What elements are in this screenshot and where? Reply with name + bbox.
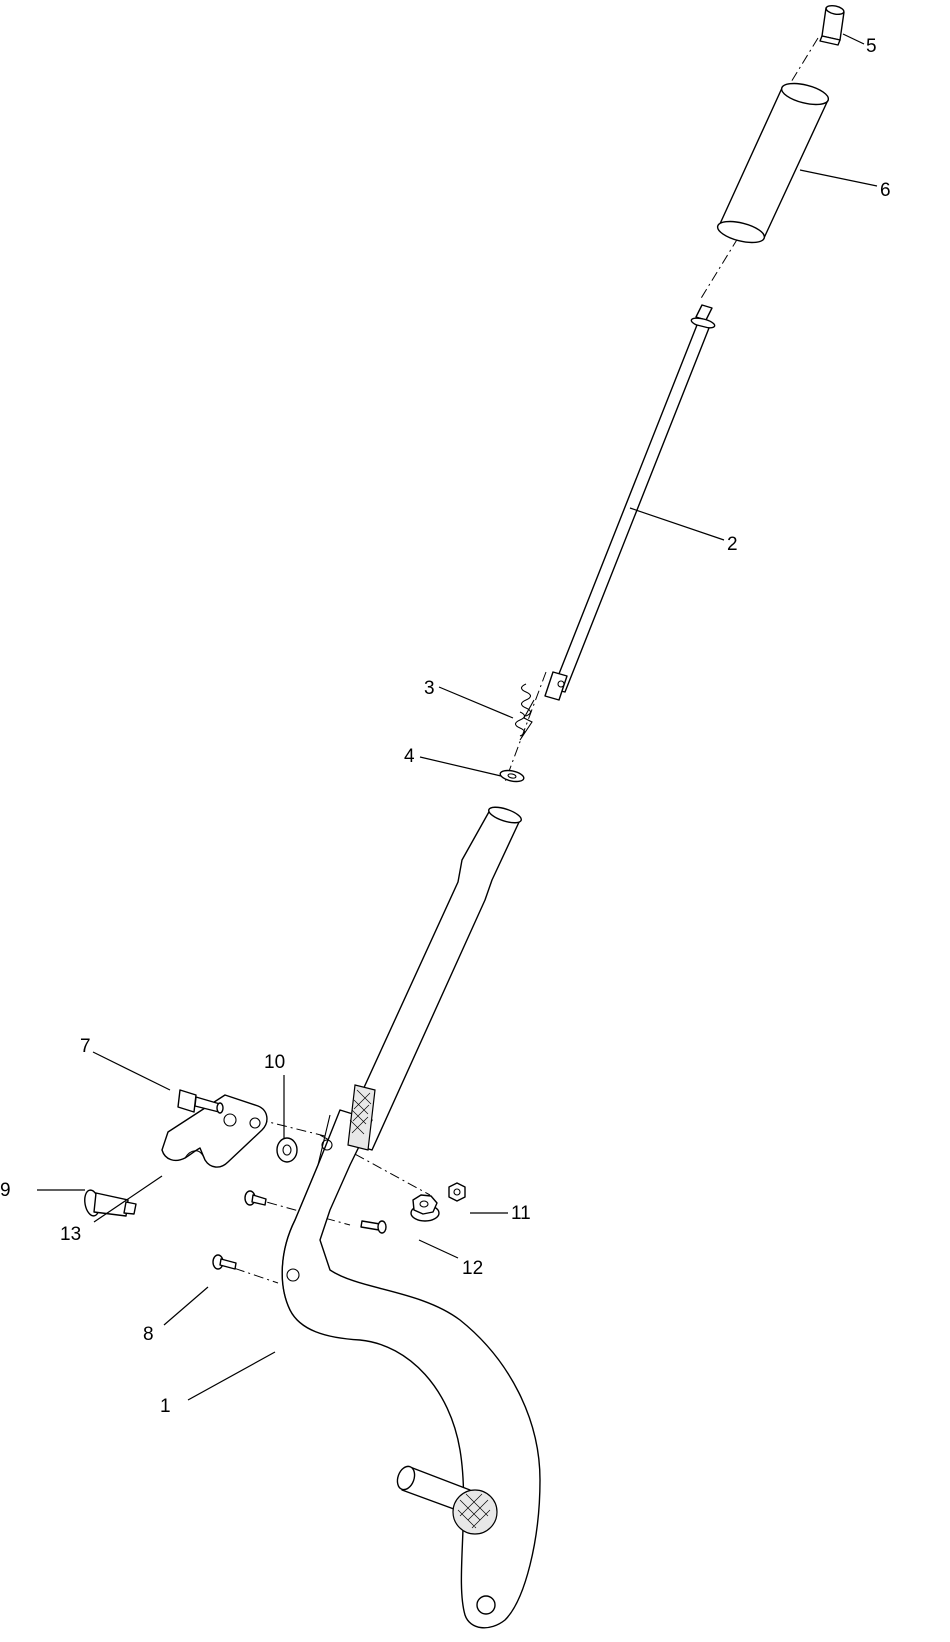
axis-centerline-low: [504, 671, 547, 783]
screw-centerline: [215, 1261, 279, 1284]
callout-13: 13: [60, 1224, 81, 1245]
pivot-pin: [396, 1465, 498, 1535]
callout-3: 3: [424, 678, 435, 699]
washer-part-4: [499, 769, 525, 783]
axis-centerline-mid: [699, 237, 739, 301]
callout-11: 11: [511, 1203, 531, 1224]
bracket-part-13: [161, 1094, 268, 1168]
callout-8: 8: [143, 1324, 154, 1345]
leader-lines: [37, 33, 878, 1401]
stud-lower: [360, 1220, 387, 1234]
callout-9: 9: [0, 1180, 11, 1201]
nut-part-12: [410, 1194, 440, 1222]
pedal-pad: [347, 1084, 376, 1151]
stud-upper: [244, 1190, 267, 1206]
callout-1: 1: [160, 1396, 171, 1417]
screw-part-8: [212, 1254, 237, 1270]
bolt-part-9: [84, 1189, 137, 1217]
grip-sleeve-part-6: [716, 82, 830, 244]
washer-part-10: [276, 1137, 298, 1163]
callout-5: 5: [866, 36, 877, 57]
spring-part-3: [514, 683, 535, 741]
callout-12: 12: [462, 1258, 483, 1279]
cap-part-5: [819, 4, 845, 46]
callout-4: 4: [404, 746, 415, 767]
lever-tube: [339, 806, 522, 1151]
stud-centerline: [247, 1196, 351, 1226]
callout-7: 7: [80, 1036, 91, 1057]
rod-part-2: [544, 304, 716, 701]
callout-10: 10: [264, 1052, 285, 1073]
callout-2: 2: [727, 534, 738, 555]
main-lever-part-1: [281, 1109, 541, 1629]
bolt-part-7: [177, 1089, 224, 1114]
callout-6: 6: [880, 180, 891, 201]
nut-part-11: [448, 1182, 466, 1202]
